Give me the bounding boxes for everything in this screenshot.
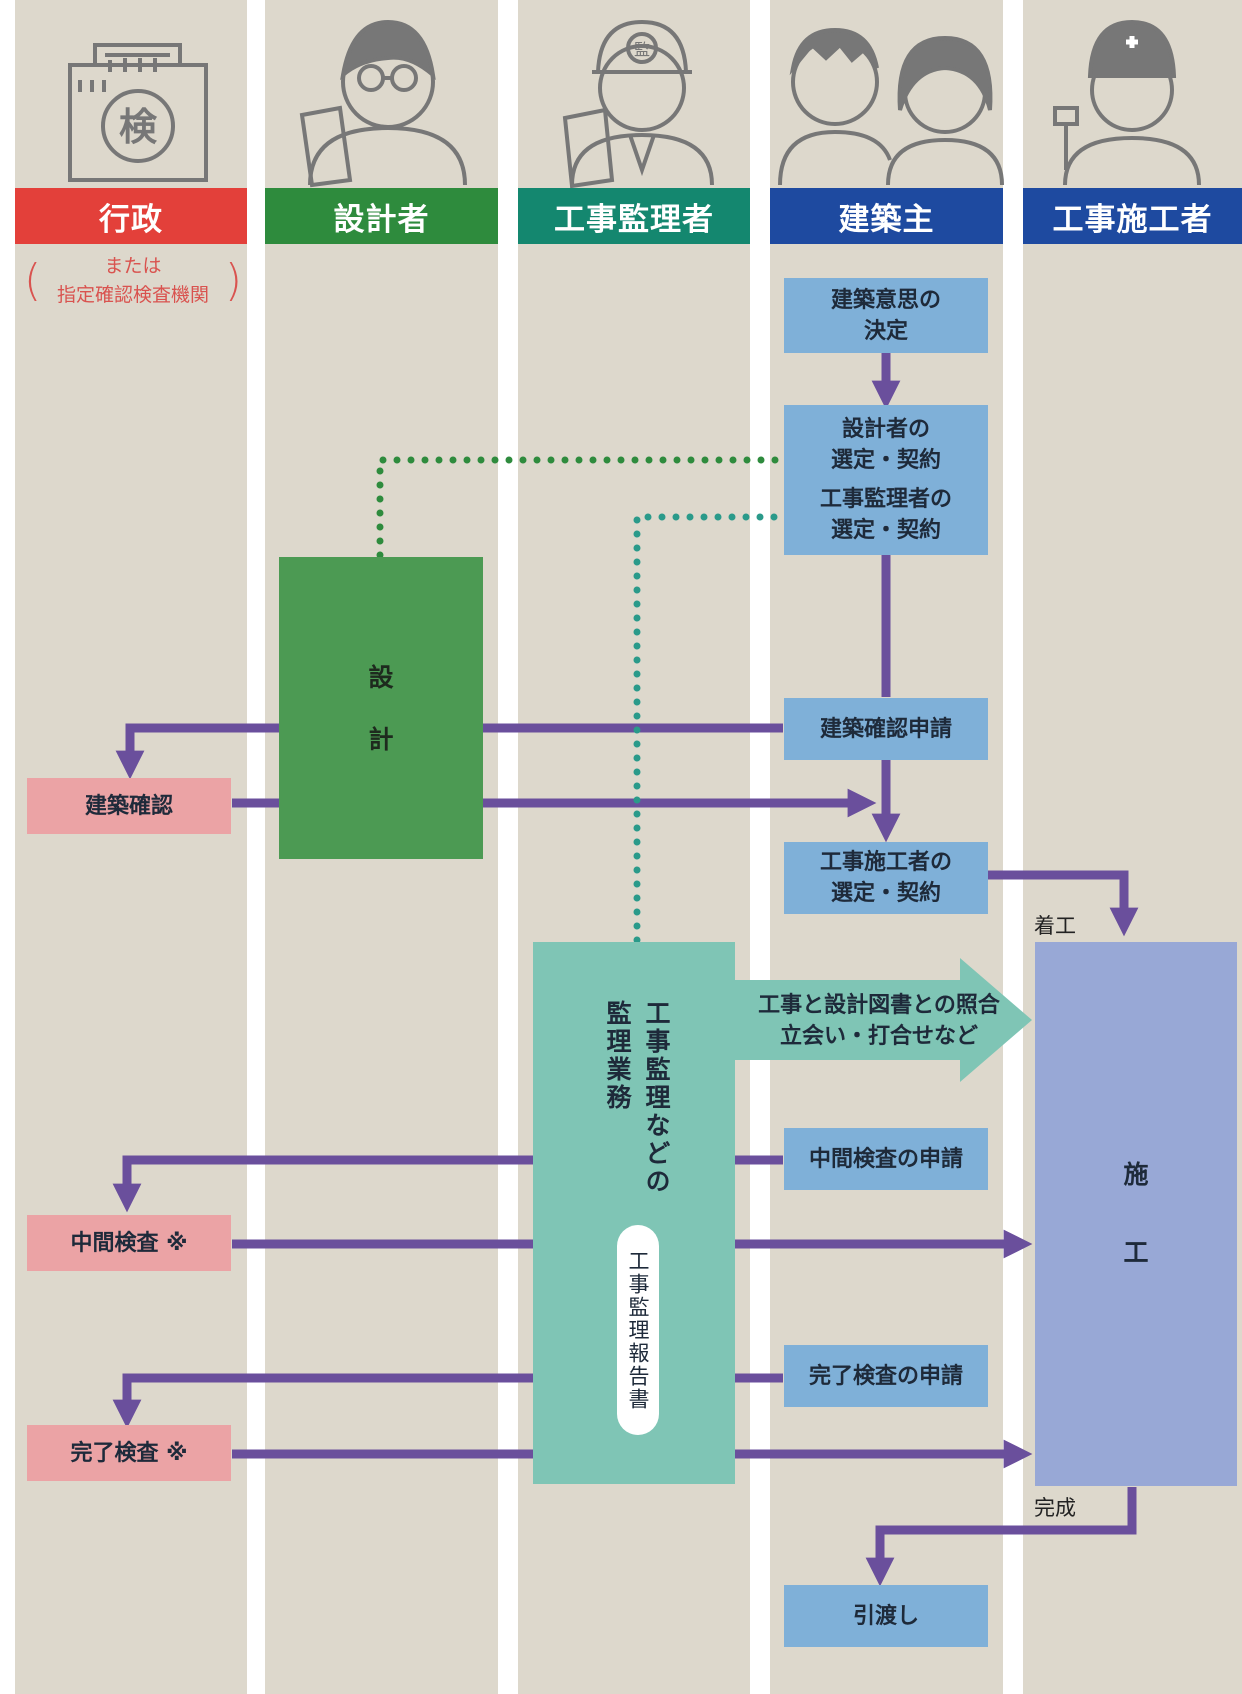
report-label: 工事監理報告書 [626, 1249, 650, 1411]
gov-sublabel-line1: または [104, 255, 162, 277]
dotted-link-designer [376, 456, 789, 559]
stamp-char: 検 [119, 105, 158, 149]
arrow-selection-to-construction [985, 870, 1139, 937]
helmet-char: 監 [634, 40, 650, 59]
arrow-construction-to-handover [865, 1487, 1137, 1587]
interim-application-box: 中間検査の申請 [784, 1128, 988, 1190]
header-designer: 設計者 [265, 188, 498, 244]
dotted-link-supervisor [633, 513, 789, 944]
handover-box: 引渡し [784, 1585, 988, 1647]
permit-application-box: 建築確認申請 [784, 698, 988, 760]
header-builder: 工事施工者 [1023, 188, 1242, 244]
decision-box: 建築意思の 決定 [784, 278, 988, 353]
gov-sublabel-line2: 指定確認検査機関 [56, 284, 209, 306]
interim-inspection-box: 中間検査 ※ [27, 1215, 231, 1271]
builder-selection-box: 工事施工者の 選定・契約 [784, 842, 988, 914]
design-box: 設 計 [279, 557, 483, 859]
government-stamp-icon [68, 43, 208, 182]
header-illustrations: 検 監 [68, 19, 1201, 189]
final-application-box: 完了検査の申請 [784, 1345, 988, 1407]
permit-box: 建築確認 [27, 778, 231, 834]
designer-person-icon [299, 19, 467, 188]
check-arrow [735, 958, 1032, 1082]
check-arrow-label: 工事と設計図書との照合 立会い・打合せなど [758, 993, 1000, 1049]
header-gov: 行政 [15, 188, 247, 244]
header-owner: 建築主 [770, 188, 1003, 244]
report-pill: 工事監理報告書 [617, 1225, 659, 1435]
start-label: 着工 [1034, 914, 1076, 938]
arrow-application-to-gov [115, 723, 783, 780]
supervisor-person-icon [562, 19, 714, 189]
selection-box: 設計者の 選定・契約 工事監理者の 選定・契約 [784, 405, 988, 555]
header-supervisor: 工事監理者 [518, 188, 750, 244]
owner-couple-icon [778, 27, 1004, 186]
final-inspection-box: 完了検査 ※ [27, 1425, 231, 1481]
supervision-label-col2: 監理業務 [603, 1000, 632, 1112]
finish-label: 完成 [1034, 1496, 1076, 1520]
construction-box: 施 工 [1035, 942, 1237, 1486]
gov-sublabel: ( または 指定確認検査機関 ) [22, 250, 244, 312]
select-designer-text: 設計者の 選定・契約 [830, 417, 941, 473]
supervision-label-col1: 工事監理などの [642, 1000, 671, 1196]
select-supervisor-text: 工事監理者の 選定・契約 [819, 487, 952, 543]
builder-person-icon [1053, 19, 1201, 186]
